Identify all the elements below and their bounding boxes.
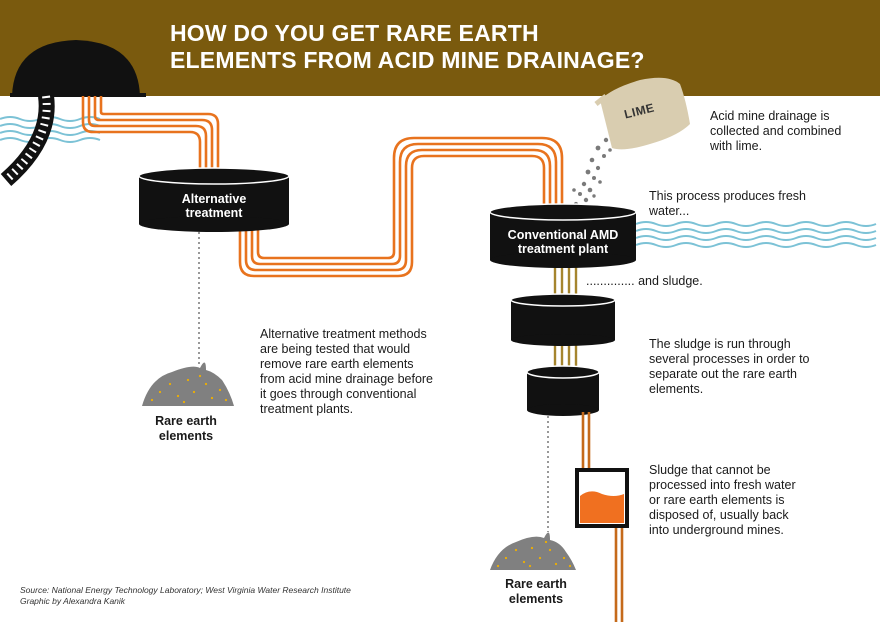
alternative-tank-label: Alternative treatment	[181, 192, 247, 220]
pipe-mine-to-alternative	[81, 96, 220, 180]
header-band	[0, 0, 880, 96]
page-title: HOW DO YOU GET RARE EARTH ELEMENTS FROM …	[170, 20, 730, 74]
title-line-2: ELEMENTS FROM ACID MINE DRAINAGE?	[170, 47, 645, 73]
pipe-to-underground	[614, 528, 624, 622]
conventional-treatment-tank	[489, 203, 637, 268]
rare-earth-label-left: Rare earth elements	[155, 414, 217, 443]
conventional-tank-label: Conventional AMD treatment plant	[507, 228, 619, 256]
pipe-alternative-to-conventional	[238, 136, 564, 278]
rare-earth-pile-right-icon	[490, 532, 576, 570]
sludge-processing-tank-1	[510, 293, 616, 346]
graphic-credit: Graphic by Alexandra Kanik	[20, 596, 126, 606]
rare-earth-pile-left-icon	[142, 362, 234, 406]
note-lime: Acid mine drainage is collected and comb…	[710, 109, 842, 153]
note-disposal: Sludge that cannot be processed into fre…	[649, 463, 796, 537]
note-sludge: .............. and sludge.	[586, 274, 703, 288]
pipe-to-sludge-container	[581, 412, 591, 472]
title-line-1: HOW DO YOU GET RARE EARTH	[170, 20, 539, 46]
source-credit: Source: National Energy Technology Labor…	[20, 585, 351, 607]
sludge-processing-tank-2	[526, 365, 600, 416]
lime-particles	[572, 137, 612, 210]
water-right	[635, 221, 877, 248]
note-alternative: Alternative treatment methods are being …	[260, 327, 434, 416]
note-fresh-water: This process produces fresh water...	[649, 189, 807, 218]
source-text: Source: National Energy Technology Labor…	[20, 585, 351, 595]
alternative-treatment-tank	[138, 167, 290, 232]
rare-earth-label-right: Rare earth elements	[505, 577, 567, 606]
note-processes: The sludge is run through several proces…	[649, 337, 810, 396]
railroad-track-icon	[0, 94, 55, 187]
sludge-container-icon	[575, 468, 629, 528]
mine-entrance-icon	[10, 40, 146, 97]
lime-bag-icon	[594, 77, 690, 150]
